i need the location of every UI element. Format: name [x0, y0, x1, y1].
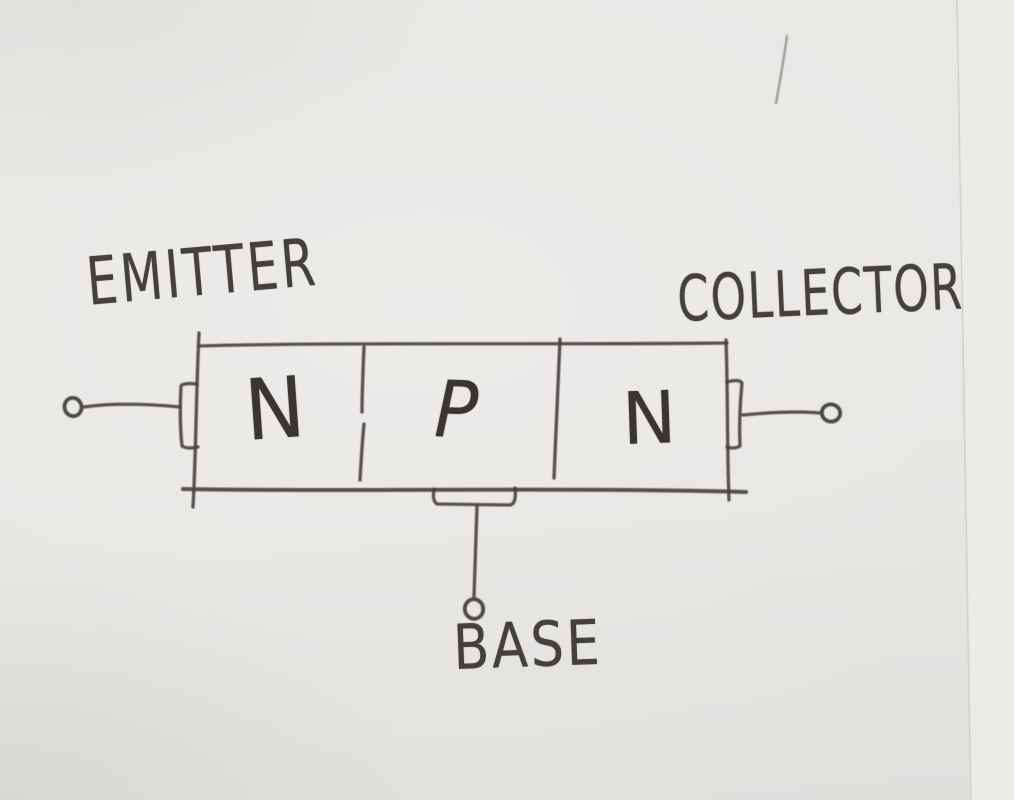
base-terminal-circle	[462, 597, 486, 621]
collector-label: COLLECTOR	[675, 250, 965, 336]
emitter-contact-pad	[178, 381, 200, 450]
base-lead-wire	[472, 504, 479, 599]
pn-junction-divider	[552, 337, 562, 480]
collector-lead-wire	[741, 410, 822, 417]
stray-pencil-mark	[774, 34, 789, 105]
region-label-n-right: N	[620, 375, 678, 461]
np-junction-divider-upper	[360, 345, 366, 414]
transistor-box-left-edge	[191, 331, 201, 509]
collector-contact-pad	[725, 378, 744, 450]
transistor-box-top-edge	[197, 341, 729, 348]
paper-right-strip	[957, 0, 1014, 800]
np-junction-divider-lower	[358, 422, 366, 482]
paper-seam-line	[956, 0, 972, 800]
transistor-box-bottom-edge	[181, 487, 748, 494]
region-label-n-left: N	[241, 357, 308, 460]
collector-terminal-circle	[819, 402, 843, 424]
emitter-lead-wire	[82, 402, 182, 409]
region-label-p: P	[433, 365, 480, 457]
np-junction-divider	[358, 345, 366, 482]
emitter-terminal-circle	[62, 395, 84, 419]
base-contact-pad	[431, 486, 517, 507]
emitter-label: EMITTER	[83, 223, 322, 321]
transistor-box-right-edge	[724, 338, 731, 502]
base-label: BASE	[451, 605, 604, 684]
